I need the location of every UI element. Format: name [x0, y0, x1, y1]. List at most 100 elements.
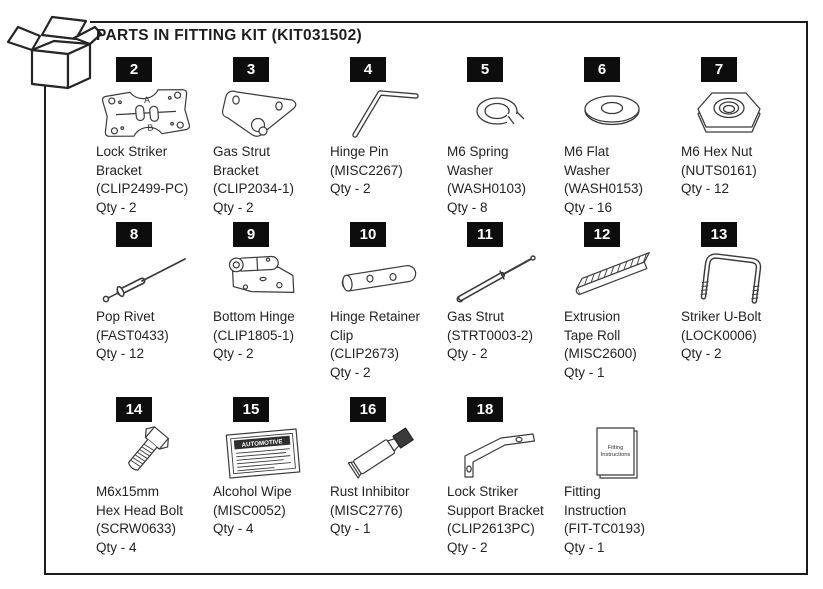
flat-washer-illustration — [564, 85, 681, 141]
part-code: (LOCK0006) — [681, 327, 757, 343]
part-name: Striker U-Bolt — [681, 309, 762, 324]
part-item-hinge-pin: 4 Hinge Pin (MISC2267) Qty - 2 — [330, 57, 447, 222]
part-item-spring-washer: 5 M6 Spring Washer (WASH0103) Qty - 8 — [447, 57, 564, 222]
part-qty: Qty - 1 — [564, 539, 605, 555]
part-number-badge: 14 — [116, 397, 152, 422]
part-code: (CLIP2499-PC) — [96, 181, 189, 196]
part-name: Hex Head Bolt — [96, 502, 184, 518]
part-code: (FAST0433) — [96, 327, 169, 343]
part-name: Bottom Hinge — [213, 309, 295, 324]
part-number-badge: 12 — [584, 222, 620, 247]
part-item-striker-u-bolt: 13 Striker U-Bolt (LOCK0006) Qty - 2 — [681, 222, 798, 397]
part-code: (MISC2776) — [330, 502, 403, 518]
part-name: Clip — [330, 327, 354, 343]
gas-strut-bracket-illustration — [213, 85, 330, 141]
hex-head-bolt-illustration — [96, 425, 213, 481]
part-item-hinge-retainer-clip: 10 Hinge Retainer Clip (CLIP2673) Qty - … — [330, 222, 447, 397]
part-qty: Qty - 4 — [96, 539, 137, 555]
part-item-gas-strut: 11 Gas Strut (STRT0003-2) Qt — [447, 222, 564, 397]
part-number-badge: 2 — [116, 57, 152, 82]
part-qty: Qty - 2 — [681, 346, 722, 361]
part-qty: Qty - 1 — [330, 521, 371, 536]
part-name: M6 Flat — [564, 144, 610, 159]
lock-striker-support-bracket-illustration — [447, 425, 564, 481]
part-code: (MISC2267) — [330, 162, 403, 178]
part-name: Bracket — [213, 162, 259, 178]
part-qty: Qty - 2 — [213, 199, 254, 215]
part-name: Fitting — [564, 484, 601, 499]
part-name: Washer — [564, 162, 611, 178]
part-code: (NUTS0161) — [681, 162, 757, 178]
part-name: Hinge Retainer — [330, 309, 421, 324]
page-border — [44, 21, 808, 575]
part-item-lock-striker-bracket: 2 A B Lock Striker Bracket — [96, 57, 213, 222]
part-item-extrusion-tape-roll: 12 Extrusion Tape Roll (MISC2600) Qty - … — [564, 222, 681, 397]
part-qty: Qty - 2 — [96, 199, 137, 215]
part-number-badge: 13 — [701, 222, 737, 247]
striker-u-bolt-illustration — [681, 250, 798, 306]
part-name: Extrusion — [564, 309, 621, 324]
part-name: Gas Strut — [213, 144, 271, 159]
part-number-badge: 3 — [233, 57, 269, 82]
part-item-rust-inhibitor: 16 Rust Inhibitor (MISC2776) Qty - 1 — [330, 397, 447, 557]
part-number-badge: 10 — [350, 222, 386, 247]
parts-box-icon — [6, 0, 103, 90]
rust-inhibitor-illustration — [330, 425, 447, 481]
part-code: (MISC0052) — [213, 502, 286, 518]
hinge-pin-illustration — [330, 85, 447, 141]
part-name: Gas Strut — [447, 309, 505, 324]
part-number-badge: 18 — [467, 397, 503, 422]
wipe-packet-title: AUTOMOTIVE — [241, 438, 283, 449]
part-number-badge: 5 — [467, 57, 503, 82]
part-item-pop-rivet: 8 Pop Rivet (FAST0433) Qty - — [96, 222, 213, 397]
part-name: Pop Rivet — [96, 309, 155, 324]
part-code: (CLIP2034-1) — [213, 181, 295, 196]
part-name: Lock Striker — [96, 144, 168, 159]
part-code: (CLIP2613PC) — [447, 521, 535, 536]
part-number-badge: 15 — [233, 397, 269, 422]
alcohol-wipe-illustration: AUTOMOTIVE — [213, 425, 330, 481]
parts-grid: 2 A B Lock Striker Bracket — [96, 57, 798, 557]
part-qty: Qty - 2 — [330, 364, 371, 380]
part-item-hex-nut: 7 M6 Hex Nut (NUTS0161) Qty - 12 — [681, 57, 798, 222]
slot-label-a: A — [143, 95, 150, 105]
part-name: Hinge Pin — [330, 144, 389, 159]
part-qty: Qty - 12 — [681, 181, 730, 196]
part-qty: Qty - 1 — [564, 364, 605, 380]
pop-rivet-illustration — [96, 250, 213, 306]
part-name: Washer — [447, 162, 494, 178]
bottom-hinge-illustration — [213, 250, 330, 306]
part-name: M6 Hex Nut — [681, 144, 753, 159]
part-number-badge: 9 — [233, 222, 269, 247]
part-name: Support Bracket — [447, 502, 544, 518]
part-qty: Qty - 2 — [330, 181, 371, 196]
part-name: Alcohol Wipe — [213, 484, 292, 499]
part-name: Lock Striker — [447, 484, 519, 499]
slot-label-b: B — [147, 122, 154, 132]
part-qty: Qty - 2 — [447, 539, 488, 555]
part-number-badge: 8 — [116, 222, 152, 247]
part-item-bottom-hinge: 9 Bottom Hinge (CLIP180 — [213, 222, 330, 397]
part-item-fitting-instruction: Fitting Instructions Fitting Instruction… — [564, 397, 681, 557]
part-qty: Qty - 8 — [447, 199, 488, 215]
part-name: Rust Inhibitor — [330, 484, 410, 499]
part-name: Bracket — [96, 162, 142, 178]
part-qty: Qty - 2 — [447, 346, 488, 361]
part-number-badge: 16 — [350, 397, 386, 422]
part-code: (WASH0153) — [564, 181, 644, 196]
lock-striker-bracket-illustration: A B — [96, 85, 213, 141]
part-code: (SCRW0633) — [96, 521, 177, 536]
part-name: Tape Roll — [564, 327, 621, 343]
part-number-badge: 11 — [467, 222, 503, 247]
part-item-lock-striker-support-bracket: 18 Lock Striker Support Bracket (CLIP261… — [447, 397, 564, 557]
spring-washer-illustration — [447, 85, 564, 141]
part-item-hex-head-bolt: 14 M6x15mm Hex Head Bolt (SCRW0633) Qty … — [96, 397, 213, 557]
part-number-badge: 6 — [584, 57, 620, 82]
hex-nut-illustration — [681, 85, 798, 141]
part-code: (MISC2600) — [564, 346, 637, 361]
part-item-gas-strut-bracket: 3 Gas Strut Bracket (CLIP2034-1) Qty - 2 — [213, 57, 330, 222]
part-name: Instruction — [564, 502, 627, 518]
part-code: (WASH0103) — [447, 181, 527, 196]
part-code: (FIT-TC0193) — [564, 521, 646, 536]
